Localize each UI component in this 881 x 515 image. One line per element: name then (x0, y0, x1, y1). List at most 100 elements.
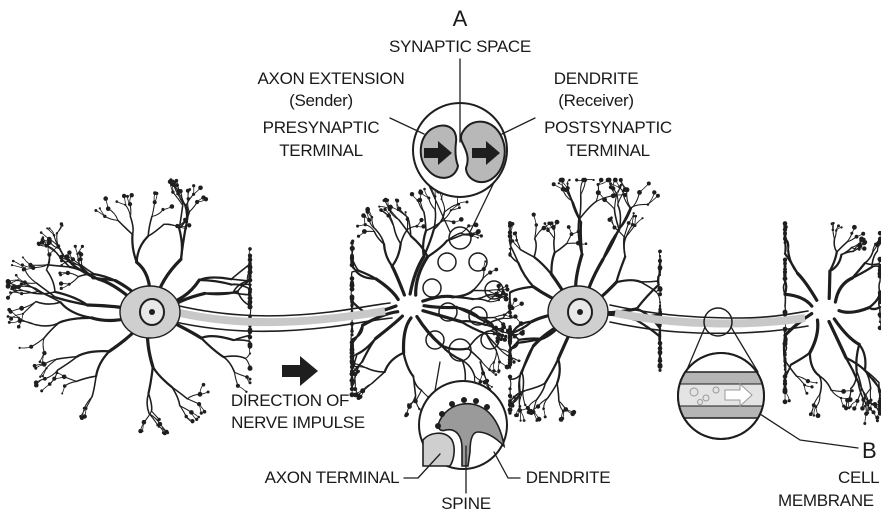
dendrite-branch (118, 221, 133, 235)
dendrite-tip (656, 194, 660, 198)
dendrite-tip (122, 194, 126, 198)
dendrite-tip (248, 342, 253, 347)
dendrite-tip (497, 294, 500, 297)
dendrite-tip (858, 243, 860, 245)
dendrite-tip (378, 206, 380, 208)
dendrite-tip (561, 417, 564, 420)
dendrite-branch (640, 281, 657, 282)
postsynaptic-terminal-label: TERMINAL (566, 141, 650, 160)
dendrite-tip (611, 186, 615, 190)
dendrite-branch (462, 360, 465, 379)
dendrite-tip (459, 217, 464, 222)
dendrite-tip (546, 229, 550, 233)
dendrite-tip (658, 369, 661, 372)
dendrite-tip (783, 399, 788, 404)
dendrite-tip (860, 406, 864, 410)
dendrite-tip (509, 360, 511, 362)
dendrite-branch (566, 190, 573, 202)
dendrite-tip (79, 415, 82, 418)
dendrite-tip (106, 206, 111, 211)
dendrite-tip (249, 352, 251, 354)
dendrite-tip (659, 347, 661, 349)
dendrite-tip (504, 295, 508, 299)
dendrite-tip (494, 268, 498, 272)
dendrite-tip (659, 301, 661, 303)
dendrite-tip (609, 182, 612, 185)
dendrite-tip (198, 186, 203, 191)
dendrite-branch (25, 269, 37, 283)
dendrite-tip (34, 380, 38, 384)
dendrite-tip (492, 327, 495, 330)
dendrite-tip (619, 178, 623, 182)
dendrite-tip (47, 237, 52, 242)
dendrite-tip (567, 225, 571, 229)
dendrite-tip (509, 252, 512, 255)
dendrite-tip (171, 190, 174, 193)
dendrite-tip (840, 397, 842, 399)
dendrite-tip (249, 256, 252, 259)
dendrite-tip (783, 391, 786, 394)
dendrite-tip (488, 369, 491, 372)
dendrite-tip (783, 258, 787, 262)
cell-body-2 (548, 286, 608, 338)
dendrite-tip (878, 312, 881, 317)
dendrite-tip (466, 201, 469, 204)
dendrite-tip (622, 190, 624, 192)
dendrite-tip (555, 220, 560, 225)
dendrite-tip (245, 375, 249, 379)
dendrite-tip (67, 250, 71, 254)
dendrite-tip (189, 410, 194, 415)
dendrite-branch (398, 210, 408, 218)
dendrite-tip (17, 279, 19, 281)
dendrite-bottom-label: DENDRITE (526, 468, 611, 487)
dendrite-tip (514, 231, 517, 234)
dendrite-tip (832, 228, 835, 231)
dendrite-tip (153, 200, 157, 204)
dendrite-tip (852, 406, 856, 410)
dendrite-branch (526, 383, 545, 390)
dendrite-tip (658, 363, 663, 368)
dendrite-tip (508, 230, 511, 233)
dendrite-tip (248, 262, 252, 266)
dendrite-branch (659, 270, 660, 285)
dendrite-tip (172, 180, 175, 183)
dendrite-tip (248, 270, 251, 273)
dendrite-tip (647, 182, 651, 186)
dendrite-tip (659, 255, 661, 257)
dendrite-tip (163, 431, 167, 435)
dendrite-branch (149, 367, 153, 394)
dendrite-branch (47, 265, 69, 267)
dendrite-tip (520, 331, 525, 336)
dendrite-branch (201, 338, 223, 357)
dendrite-tip (28, 263, 32, 267)
dendrite-tip (56, 232, 58, 234)
dendrite-tip (190, 419, 194, 423)
dendrite-branch (627, 190, 632, 209)
dendrite-tip (350, 333, 353, 336)
dendrite-tip (783, 353, 786, 356)
dendrite-tip (498, 361, 501, 364)
dendrite-branch (555, 244, 567, 253)
dendrite-branch (834, 239, 837, 252)
dendrite-tip (508, 221, 512, 225)
dendrite-tip (202, 383, 206, 387)
dendrite-branch (534, 257, 551, 274)
dendrite-tip (527, 410, 531, 414)
dendrite-tip (476, 229, 481, 234)
dendrite-tip (350, 281, 354, 285)
dendrite-tip (806, 379, 810, 383)
dendrite-branch (839, 308, 869, 313)
membrane-label: MEMBRANE (778, 491, 874, 510)
dendrite-tip (493, 361, 495, 363)
dendrite-tip (249, 303, 252, 306)
dendrite-tip (520, 302, 524, 306)
dendrite-branch (401, 230, 408, 244)
dendrite-branch (453, 291, 473, 297)
dendrite-tip (60, 287, 63, 290)
dendrite-tip (552, 182, 556, 186)
dendrite-tip (504, 293, 507, 296)
dendrite-tip (128, 202, 132, 206)
dendrite-tip (624, 187, 629, 192)
dendrite-tip (520, 420, 522, 422)
